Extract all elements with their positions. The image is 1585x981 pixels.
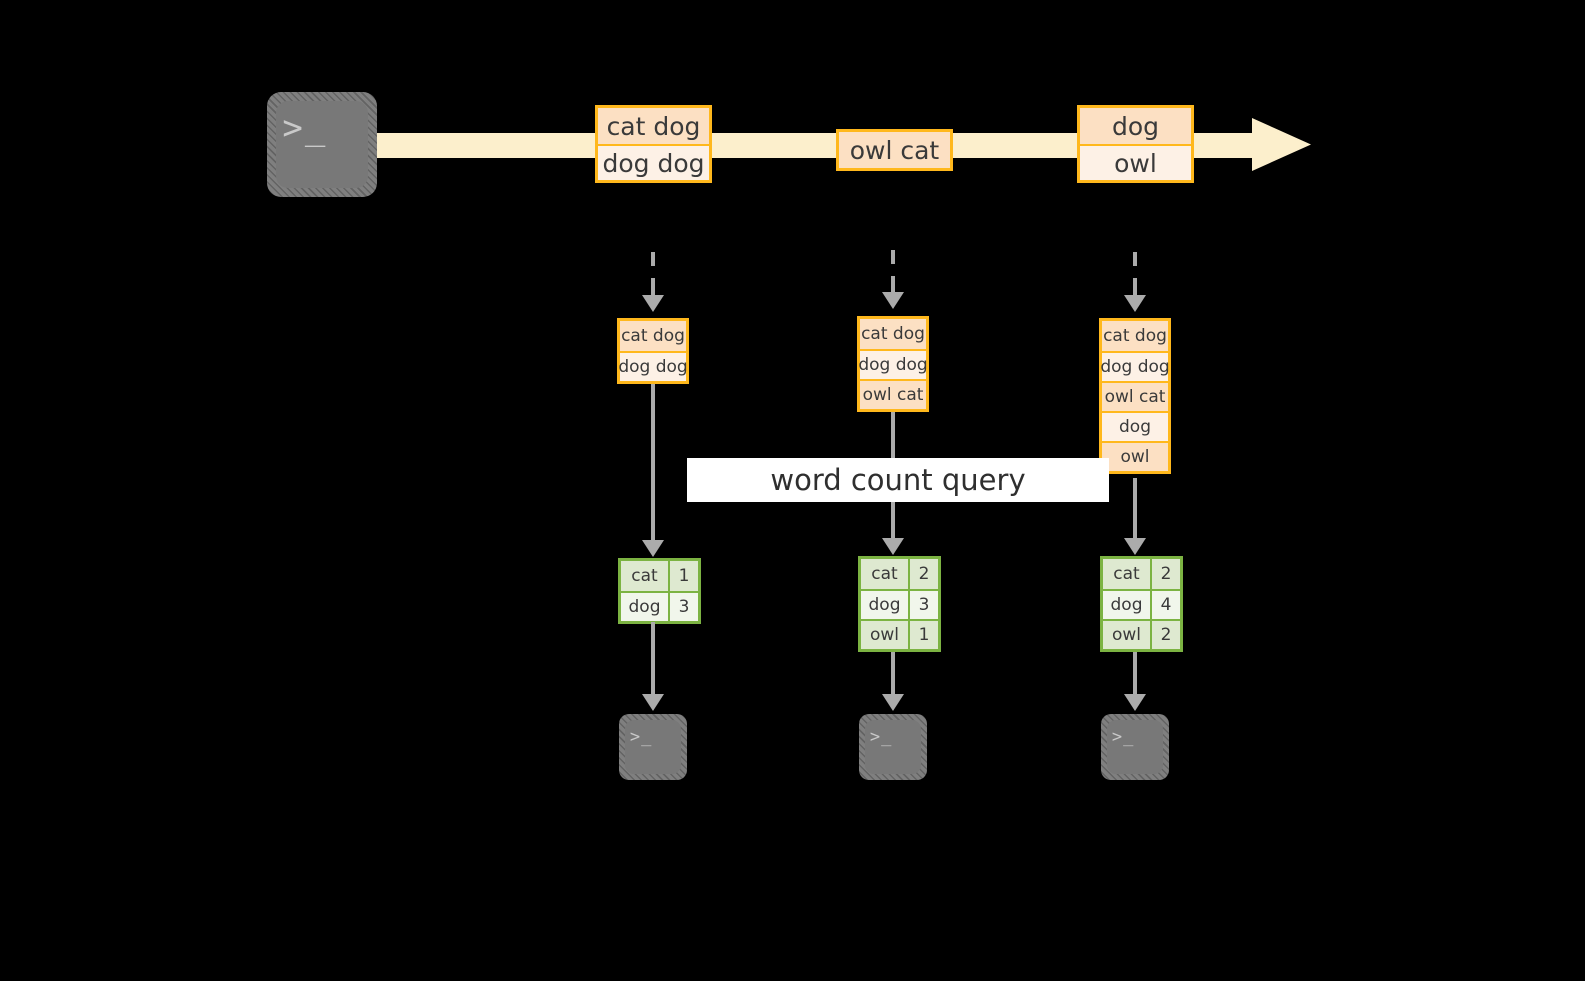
table-row: owl 1 xyxy=(861,619,938,649)
terminal-screen xyxy=(865,720,921,774)
sink-line-1 xyxy=(651,622,655,697)
query-arrowhead-3 xyxy=(1124,538,1146,555)
result-count: 1 xyxy=(668,561,698,591)
table-row: dog 3 xyxy=(621,591,698,621)
batch-line: cat dog xyxy=(598,108,709,144)
sink-terminal-icon-3: >_ xyxy=(1101,714,1169,780)
result-count: 3 xyxy=(908,591,938,619)
result-count: 1 xyxy=(908,621,938,649)
sink-line-3 xyxy=(1133,652,1137,697)
sink-arrowhead-1 xyxy=(642,694,664,711)
query-label-band: word count query xyxy=(687,458,1109,502)
result-word: dog xyxy=(1103,591,1150,619)
batch-line: dog xyxy=(1080,108,1191,144)
stream-batch-1: cat dog dog dog xyxy=(595,105,712,183)
sink-arrowhead-2 xyxy=(882,694,904,711)
result-word: dog xyxy=(621,593,668,621)
query-arrowhead-2 xyxy=(882,538,904,555)
source-terminal-icon: >_ xyxy=(267,92,377,197)
sink-line-2 xyxy=(891,652,895,697)
snapshot-line: dog dog xyxy=(1100,351,1170,381)
trigger-line-1 xyxy=(651,252,655,298)
trigger-arrowhead-3 xyxy=(1124,295,1146,312)
result-word: cat xyxy=(1103,559,1150,589)
snapshot-line: dog xyxy=(1102,411,1168,441)
snapshot-line: owl xyxy=(1102,441,1168,471)
table-row: owl 2 xyxy=(1103,619,1180,649)
terminal-screen xyxy=(276,101,368,188)
terminal-prompt: >_ xyxy=(282,107,328,148)
snapshot-2: cat dog dog dog owl cat xyxy=(857,316,929,412)
terminal-prompt: >_ xyxy=(869,726,893,747)
result-word: dog xyxy=(861,591,908,619)
batch-line: owl xyxy=(1080,144,1191,180)
terminal-prompt: >_ xyxy=(1111,726,1135,747)
table-row: cat 2 xyxy=(861,559,938,589)
snapshot-line: dog dog xyxy=(618,351,688,381)
result-word: owl xyxy=(861,621,908,649)
result-count: 2 xyxy=(908,559,938,589)
result-word: cat xyxy=(861,559,908,589)
query-line-1 xyxy=(651,384,655,544)
sink-arrowhead-3 xyxy=(1124,694,1146,711)
snapshot-3: cat dog dog dog owl cat dog owl xyxy=(1099,318,1171,474)
result-word: owl xyxy=(1103,621,1150,649)
trigger-line-3 xyxy=(1133,252,1137,298)
table-row: cat 1 xyxy=(621,561,698,591)
table-row: dog 4 xyxy=(1103,589,1180,619)
trigger-line-2 xyxy=(891,250,895,294)
trigger-arrowhead-1 xyxy=(642,295,664,312)
query-line-3 xyxy=(1133,478,1137,542)
snapshot-line: dog dog xyxy=(858,349,928,379)
sink-terminal-icon-1: >_ xyxy=(619,714,687,780)
result-count: 3 xyxy=(668,593,698,621)
terminal-screen xyxy=(1107,720,1163,774)
snapshot-line: cat dog xyxy=(620,321,686,351)
result-table-2: cat 2 dog 3 owl 1 xyxy=(858,556,941,652)
stream-batch-3: dog owl xyxy=(1077,105,1194,183)
sink-terminal-icon-2: >_ xyxy=(859,714,927,780)
result-table-3: cat 2 dog 4 owl 2 xyxy=(1100,556,1183,652)
batch-line: owl cat xyxy=(839,132,950,168)
query-label: word count query xyxy=(770,463,1026,497)
snapshot-line: cat dog xyxy=(1102,321,1168,351)
trigger-arrowhead-2 xyxy=(882,292,904,309)
batch-line: dog dog xyxy=(598,144,709,180)
stream-batch-2: owl cat xyxy=(836,129,953,171)
query-arrowhead-1 xyxy=(642,540,664,557)
table-row: dog 3 xyxy=(861,589,938,619)
result-word: cat xyxy=(621,561,668,591)
result-count: 4 xyxy=(1150,591,1180,619)
result-count: 2 xyxy=(1150,559,1180,589)
snapshot-line: owl cat xyxy=(860,379,926,409)
terminal-screen xyxy=(625,720,681,774)
result-count: 2 xyxy=(1150,621,1180,649)
snapshot-line: owl cat xyxy=(1102,381,1168,411)
snapshot-line: cat dog xyxy=(860,319,926,349)
result-table-1: cat 1 dog 3 xyxy=(618,558,701,624)
table-row: cat 2 xyxy=(1103,559,1180,589)
terminal-prompt: >_ xyxy=(629,726,653,747)
snapshot-1: cat dog dog dog xyxy=(617,318,689,384)
